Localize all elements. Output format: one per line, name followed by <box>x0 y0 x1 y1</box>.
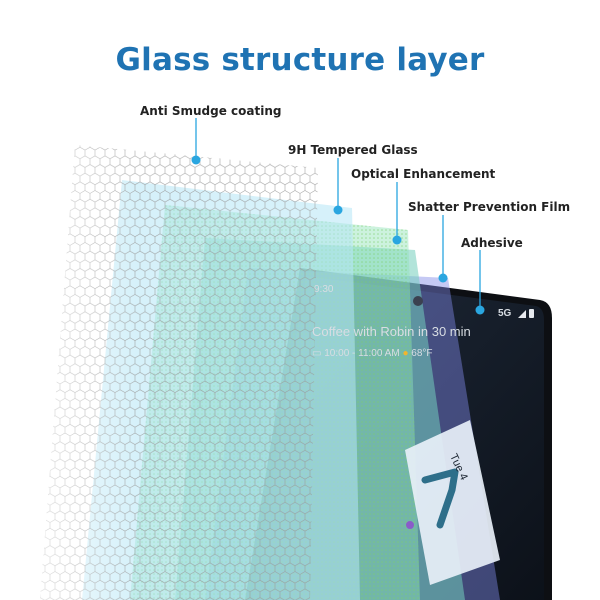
marker-dot-icon <box>392 235 402 245</box>
calendar-icon: ▭ <box>312 348 322 359</box>
phone-temperature: 68°F <box>411 348 433 359</box>
weather-icon: ● <box>402 348 409 359</box>
label-optical-enhancement: Optical Enhancement <box>351 167 496 181</box>
phone-event-time: 10:00 - 11:00 AM <box>324 348 400 359</box>
phone-network: 5G <box>498 308 512 319</box>
label-shatter-prevention: Shatter Prevention Film <box>408 200 571 214</box>
phone-event-row: ▭ 10:00 - 11:00 AM ● 68°F <box>312 348 433 359</box>
signal-icon <box>518 310 526 318</box>
label-adhesive: Adhesive <box>461 236 523 250</box>
battery-icon <box>529 309 534 318</box>
layer-anti-smudge <box>40 145 318 600</box>
phone-event: Coffee with Robin in 30 min <box>312 324 471 339</box>
marker-dot-icon <box>191 155 201 165</box>
label-leaders <box>191 118 485 315</box>
page-title: Glass structure layer <box>115 42 485 78</box>
label-anti-smudge: Anti Smudge coating <box>140 104 282 118</box>
status-icons <box>518 309 534 318</box>
marker-dot-icon <box>475 305 485 315</box>
phone-time: 9:30 <box>314 284 334 295</box>
label-tempered-glass: 9H Tempered Glass <box>288 143 418 157</box>
marker-dot-icon <box>333 205 343 215</box>
marker-dot-icon <box>438 273 448 283</box>
camera-icon <box>413 296 423 306</box>
clock-widget <box>405 420 500 585</box>
